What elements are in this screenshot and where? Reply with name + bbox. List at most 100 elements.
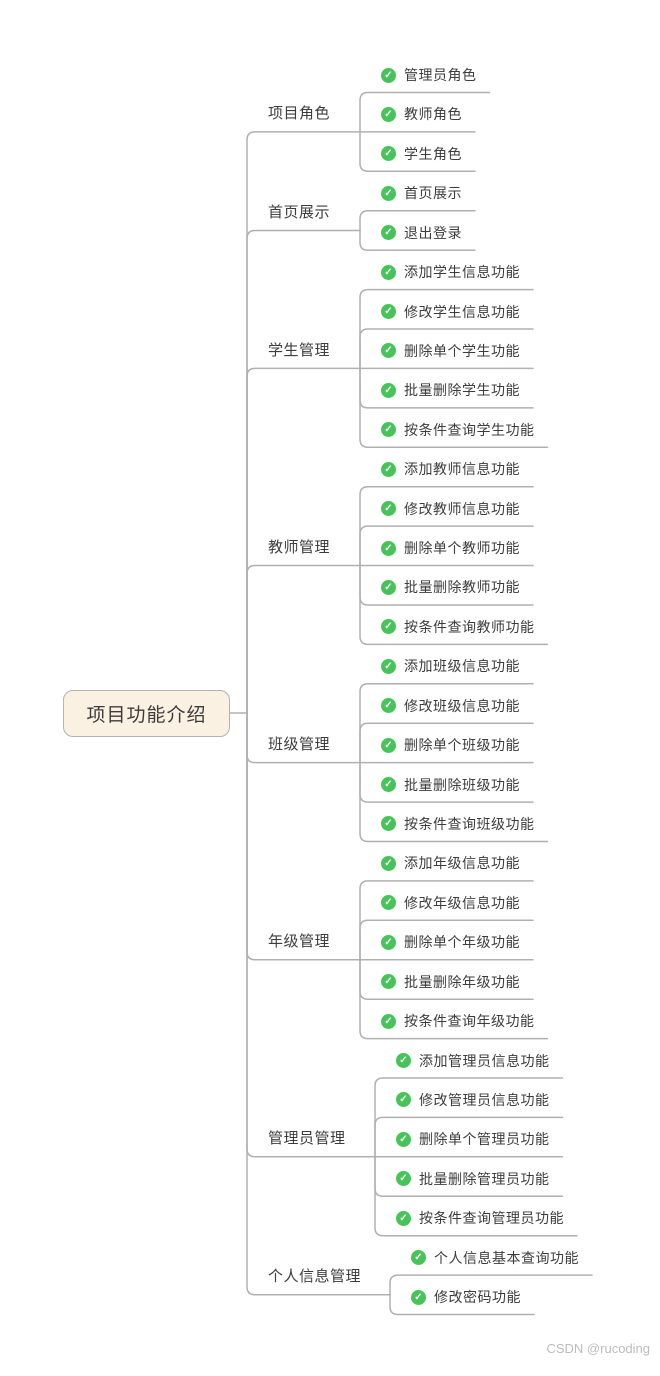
leaf-node[interactable]: ✓ 批量删除管理员功能: [396, 1168, 550, 1190]
leaf-node[interactable]: ✓ 删除单个教师功能: [381, 537, 520, 559]
connector-path: [359, 919, 534, 961]
leaf-node[interactable]: ✓删除单个管理员功能: [396, 1128, 550, 1150]
leaf-label: 删除单个班级功能: [404, 737, 520, 754]
leaf-node[interactable]: ✓ 批量删除班级功能: [381, 774, 520, 796]
leaf-node[interactable]: ✓学生角色: [381, 143, 462, 165]
check-circle-icon: ✓: [381, 67, 396, 83]
check-circle-icon: ✓: [381, 146, 396, 162]
leaf-node[interactable]: ✓添加教师信息功能: [381, 458, 520, 480]
check-circle-icon: ✓: [381, 185, 396, 201]
check-circle-icon: ✓: [381, 461, 396, 477]
connector-path: [359, 328, 534, 370]
check-circle-icon: ✓: [381, 540, 396, 556]
branch-node[interactable]: 首页展示: [268, 203, 331, 221]
check-circle-icon: ✓: [411, 1289, 426, 1305]
leaf-node[interactable]: ✓ 批量删除年级功能: [381, 971, 520, 993]
leaf-label: 添加年级信息功能: [404, 855, 520, 872]
leaf-node[interactable]: ✓删除单个班级功能: [381, 734, 520, 756]
connector-path: [246, 712, 391, 1296]
leaf-node[interactable]: ✓ 修改年级信息功能: [381, 892, 520, 914]
check-circle-icon: ✓: [381, 501, 396, 517]
leaf-label: 管理员角色: [404, 67, 477, 83]
leaf-label: 批量删除学生功能: [404, 382, 520, 399]
connector-path: [246, 131, 361, 714]
leaf-node[interactable]: ✓ 管理员角色: [381, 64, 477, 86]
leaf-node[interactable]: ✓ 修改管理员信息功能: [396, 1089, 550, 1111]
check-circle-icon: ✓: [381, 777, 396, 793]
leaf-label: 个人信息基本查询功能: [434, 1249, 579, 1266]
leaf-node[interactable]: ✓按条件查询教师功能: [381, 616, 535, 638]
branch-node[interactable]: 年级管理: [268, 933, 331, 951]
connector-path: [246, 367, 361, 714]
leaf-node[interactable]: ✓按条件查询管理员功能: [396, 1207, 564, 1229]
check-circle-icon: ✓: [396, 1210, 411, 1226]
connector-path: [246, 564, 361, 714]
leaf-node[interactable]: ✓添加班级信息功能: [381, 655, 520, 677]
branch-node[interactable]: 班级管理: [268, 736, 331, 754]
connector-path: [359, 564, 549, 646]
leaf-node[interactable]: ✓修改班级信息功能: [381, 695, 520, 717]
branch-node[interactable]: 学生管理: [268, 341, 331, 359]
leaf-label: 修改年级信息功能: [404, 894, 520, 911]
connector-path: [359, 683, 534, 764]
connector-path: [359, 958, 549, 1040]
leaf-node[interactable]: ✓ 删除单个学生功能: [381, 340, 520, 362]
leaf-label: 删除单个年级功能: [404, 934, 520, 951]
leaf-node[interactable]: ✓ 修改学生信息功能: [381, 301, 520, 323]
check-circle-icon: ✓: [381, 974, 396, 990]
check-circle-icon: ✓: [396, 1053, 411, 1068]
connector-path: [359, 485, 534, 567]
leaf-node[interactable]: ✓按条件查询年级功能: [381, 1010, 535, 1032]
leaf-label: 教师角色: [404, 106, 462, 123]
leaf-node[interactable]: ✓ 批量删除学生功能: [381, 379, 520, 401]
check-circle-icon: ✓: [381, 343, 396, 359]
check-circle-icon: ✓: [396, 1171, 411, 1187]
connector-path: [246, 229, 361, 714]
leaf-label: 修改管理员信息功能: [419, 1091, 550, 1108]
leaf-node[interactable]: ✓修改教师信息功能: [381, 498, 520, 520]
leaf-node[interactable]: ✓退出登录: [381, 222, 462, 244]
leaf-node[interactable]: ✓首页展示: [381, 182, 462, 204]
branch-node[interactable]: 管理员管理: [268, 1130, 346, 1148]
check-circle-icon: ✓: [381, 304, 396, 320]
leaf-label: 按条件查询学生功能: [404, 421, 535, 438]
connector-path: [359, 525, 534, 567]
branch-node[interactable]: 项目角色: [268, 105, 331, 123]
leaf-label: 按条件查询年级功能: [404, 1013, 535, 1030]
leaf-node[interactable]: ✓删除单个年级功能: [381, 931, 520, 953]
connector-path: [359, 367, 549, 449]
leaf-label: 按条件查询教师功能: [404, 618, 535, 635]
leaf-label: 批量删除管理员功能: [419, 1170, 550, 1187]
root-topic-node[interactable]: 项目功能介绍: [63, 690, 230, 737]
leaf-node[interactable]: ✓添加管理员信息功能: [396, 1050, 550, 1072]
leaf-label: 按条件查询班级功能: [404, 815, 535, 832]
leaf-label: 修改学生信息功能: [404, 303, 520, 320]
leaf-node[interactable]: ✓ 添加学生信息功能: [381, 261, 520, 283]
leaf-label: 删除单个教师功能: [404, 540, 520, 557]
check-circle-icon: ✓: [381, 895, 396, 911]
branch-node[interactable]: 个人信息管理: [268, 1268, 362, 1286]
check-circle-icon: ✓: [411, 1250, 426, 1266]
connector-path: [359, 210, 476, 232]
leaf-label: 删除单个学生功能: [404, 342, 520, 359]
check-circle-icon: ✓: [381, 422, 396, 438]
leaf-node[interactable]: ✓按条件查询班级功能: [381, 813, 535, 835]
leaf-node[interactable]: ✓修改密码功能: [411, 1286, 521, 1308]
branch-node[interactable]: 教师管理: [268, 539, 331, 557]
check-circle-icon: ✓: [381, 698, 396, 714]
check-circle-icon: ✓: [381, 264, 396, 280]
leaf-node[interactable]: ✓批量删除教师功能: [381, 576, 520, 598]
leaf-node[interactable]: ✓添加年级信息功能: [381, 852, 520, 874]
leaf-label: 批量删除年级功能: [404, 973, 520, 990]
connector-path: [359, 131, 476, 173]
leaf-node[interactable]: ✓教师角色: [381, 103, 462, 125]
check-circle-icon: ✓: [381, 382, 396, 398]
leaf-label: 批量删除班级功能: [404, 776, 520, 793]
leaf-node[interactable]: ✓ 个人信息基本查询功能: [411, 1247, 579, 1269]
leaf-label: 添加班级信息功能: [404, 658, 520, 675]
leaf-label: 添加学生信息功能: [404, 264, 520, 281]
check-circle-icon: ✓: [396, 1092, 411, 1108]
check-circle-icon: ✓: [396, 1131, 411, 1147]
leaf-node[interactable]: ✓ 按条件查询学生功能: [381, 419, 535, 441]
